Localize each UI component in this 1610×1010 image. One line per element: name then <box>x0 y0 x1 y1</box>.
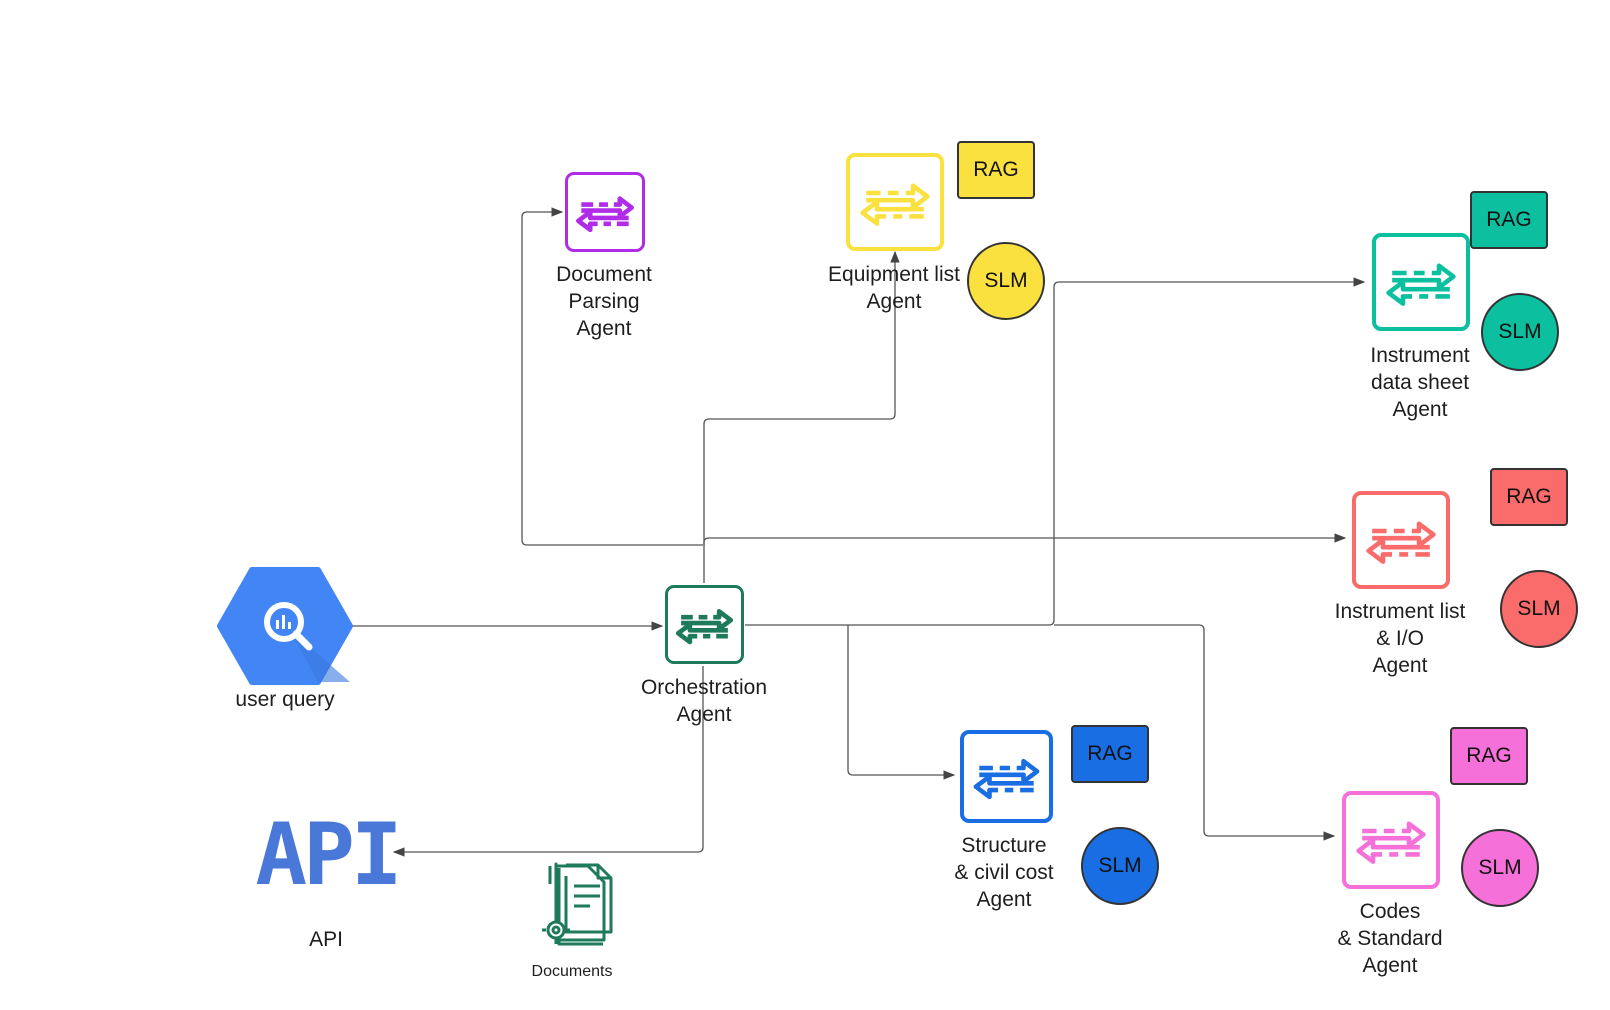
connector-orchestration-to-equipment <box>703 250 900 583</box>
exchange-arrows-icon <box>576 196 634 233</box>
exchange-arrows-icon <box>1386 263 1456 306</box>
structure-civil-agent-icon <box>960 730 1053 823</box>
codes-slm-badge: SLM <box>1461 829 1539 907</box>
connector-orchestration-to-parsing <box>521 207 703 546</box>
exchange-arrows-icon <box>1356 821 1426 864</box>
codes-rag-badge: RAG <box>1450 727 1528 785</box>
exchange-arrows-icon <box>1366 521 1436 564</box>
structure-rag-badge: RAG <box>1071 725 1149 783</box>
exchange-arrows-icon <box>973 758 1040 800</box>
user-query-node <box>217 567 353 685</box>
document-parsing-agent-icon <box>565 172 645 252</box>
exchange-arrows-icon <box>860 183 930 226</box>
user-query-label: user query <box>235 688 335 711</box>
api-logo-icon: API <box>255 805 402 905</box>
codes-standard-agent-label: Codes & Standard Agent <box>1337 900 1443 977</box>
equipment-list-agent-label: Equipment list Agent <box>828 263 960 313</box>
connector-orchestration-to-instrument-datasheet <box>745 277 1366 626</box>
structure-civil-agent-label: Structure & civil cost Agent <box>954 834 1054 911</box>
codes-standard-agent-icon <box>1342 791 1440 889</box>
equipment-list-agent-icon <box>846 153 944 251</box>
connector-to-codes <box>1054 624 1336 841</box>
exchange-arrows-icon <box>675 609 734 645</box>
orchestration-agent-label: Orchestration Agent <box>640 676 768 726</box>
instrument-datasheet-agent-icon <box>1372 233 1470 331</box>
connector-orchestration-to-instrument-list <box>703 533 1347 545</box>
instrument-datasheet-slm-badge: SLM <box>1481 293 1559 371</box>
api-label: API <box>309 928 343 951</box>
instrument-list-slm-badge: SLM <box>1500 570 1578 648</box>
documents-label: Documents <box>531 963 613 980</box>
equipment-rag-badge: RAG <box>957 141 1035 199</box>
connector-orchestration-to-api <box>392 666 704 857</box>
instrument-datasheet-rag-badge: RAG <box>1470 191 1548 249</box>
instrument-list-agent-icon <box>1352 491 1450 589</box>
instrument-list-agent-label: Instrument list & I/O Agent <box>1334 600 1466 677</box>
instrument-datasheet-agent-label: Instrument data sheet Agent <box>1370 344 1470 421</box>
document-gear-icon <box>542 862 613 946</box>
orchestration-agent-icon <box>665 585 744 664</box>
equipment-slm-badge: SLM <box>967 242 1045 320</box>
structure-slm-badge: SLM <box>1081 827 1159 905</box>
document-parsing-agent-label: Document Parsing Agent <box>556 263 652 340</box>
svg-text:API: API <box>255 805 398 905</box>
connector-orchestration-to-structure <box>847 625 956 780</box>
instrument-list-rag-badge: RAG <box>1490 468 1568 526</box>
